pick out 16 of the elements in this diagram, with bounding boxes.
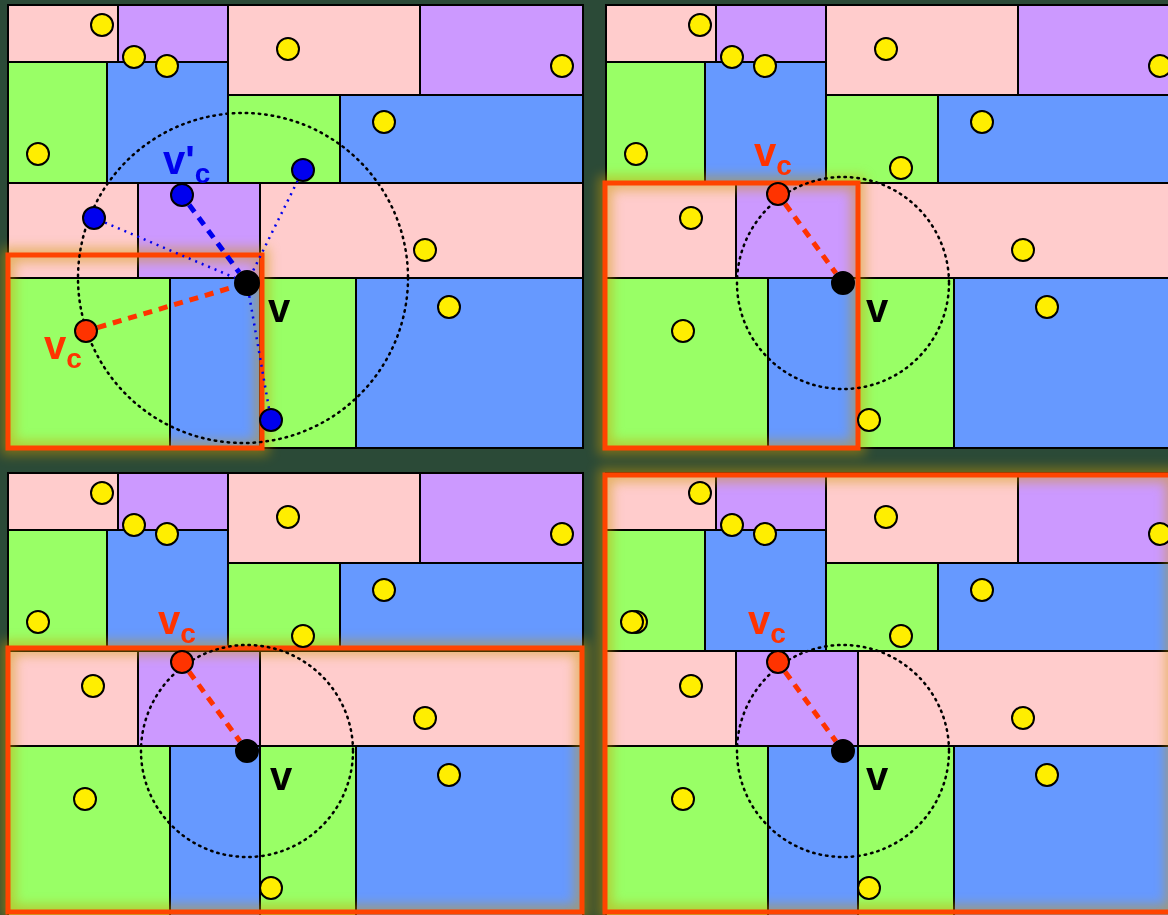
point-label: v — [268, 288, 291, 328]
connector-line — [248, 295, 271, 409]
point-label: v$_{c}$ — [754, 132, 792, 183]
point-label: v$_{c}$ — [44, 325, 82, 376]
point-label: v$_{c}$ — [748, 600, 786, 651]
connector-line — [783, 670, 838, 743]
point-label: v$_{c}$ — [158, 600, 196, 651]
connector-line — [187, 203, 242, 275]
point-label: v — [270, 756, 293, 796]
connector-line — [187, 670, 242, 743]
point-label: v'$_{c}$ — [163, 140, 211, 191]
point-label: v — [866, 288, 889, 328]
connector-line — [783, 202, 838, 275]
point-label: v — [866, 756, 889, 796]
connector-line — [104, 221, 236, 280]
connector-line — [251, 180, 299, 272]
